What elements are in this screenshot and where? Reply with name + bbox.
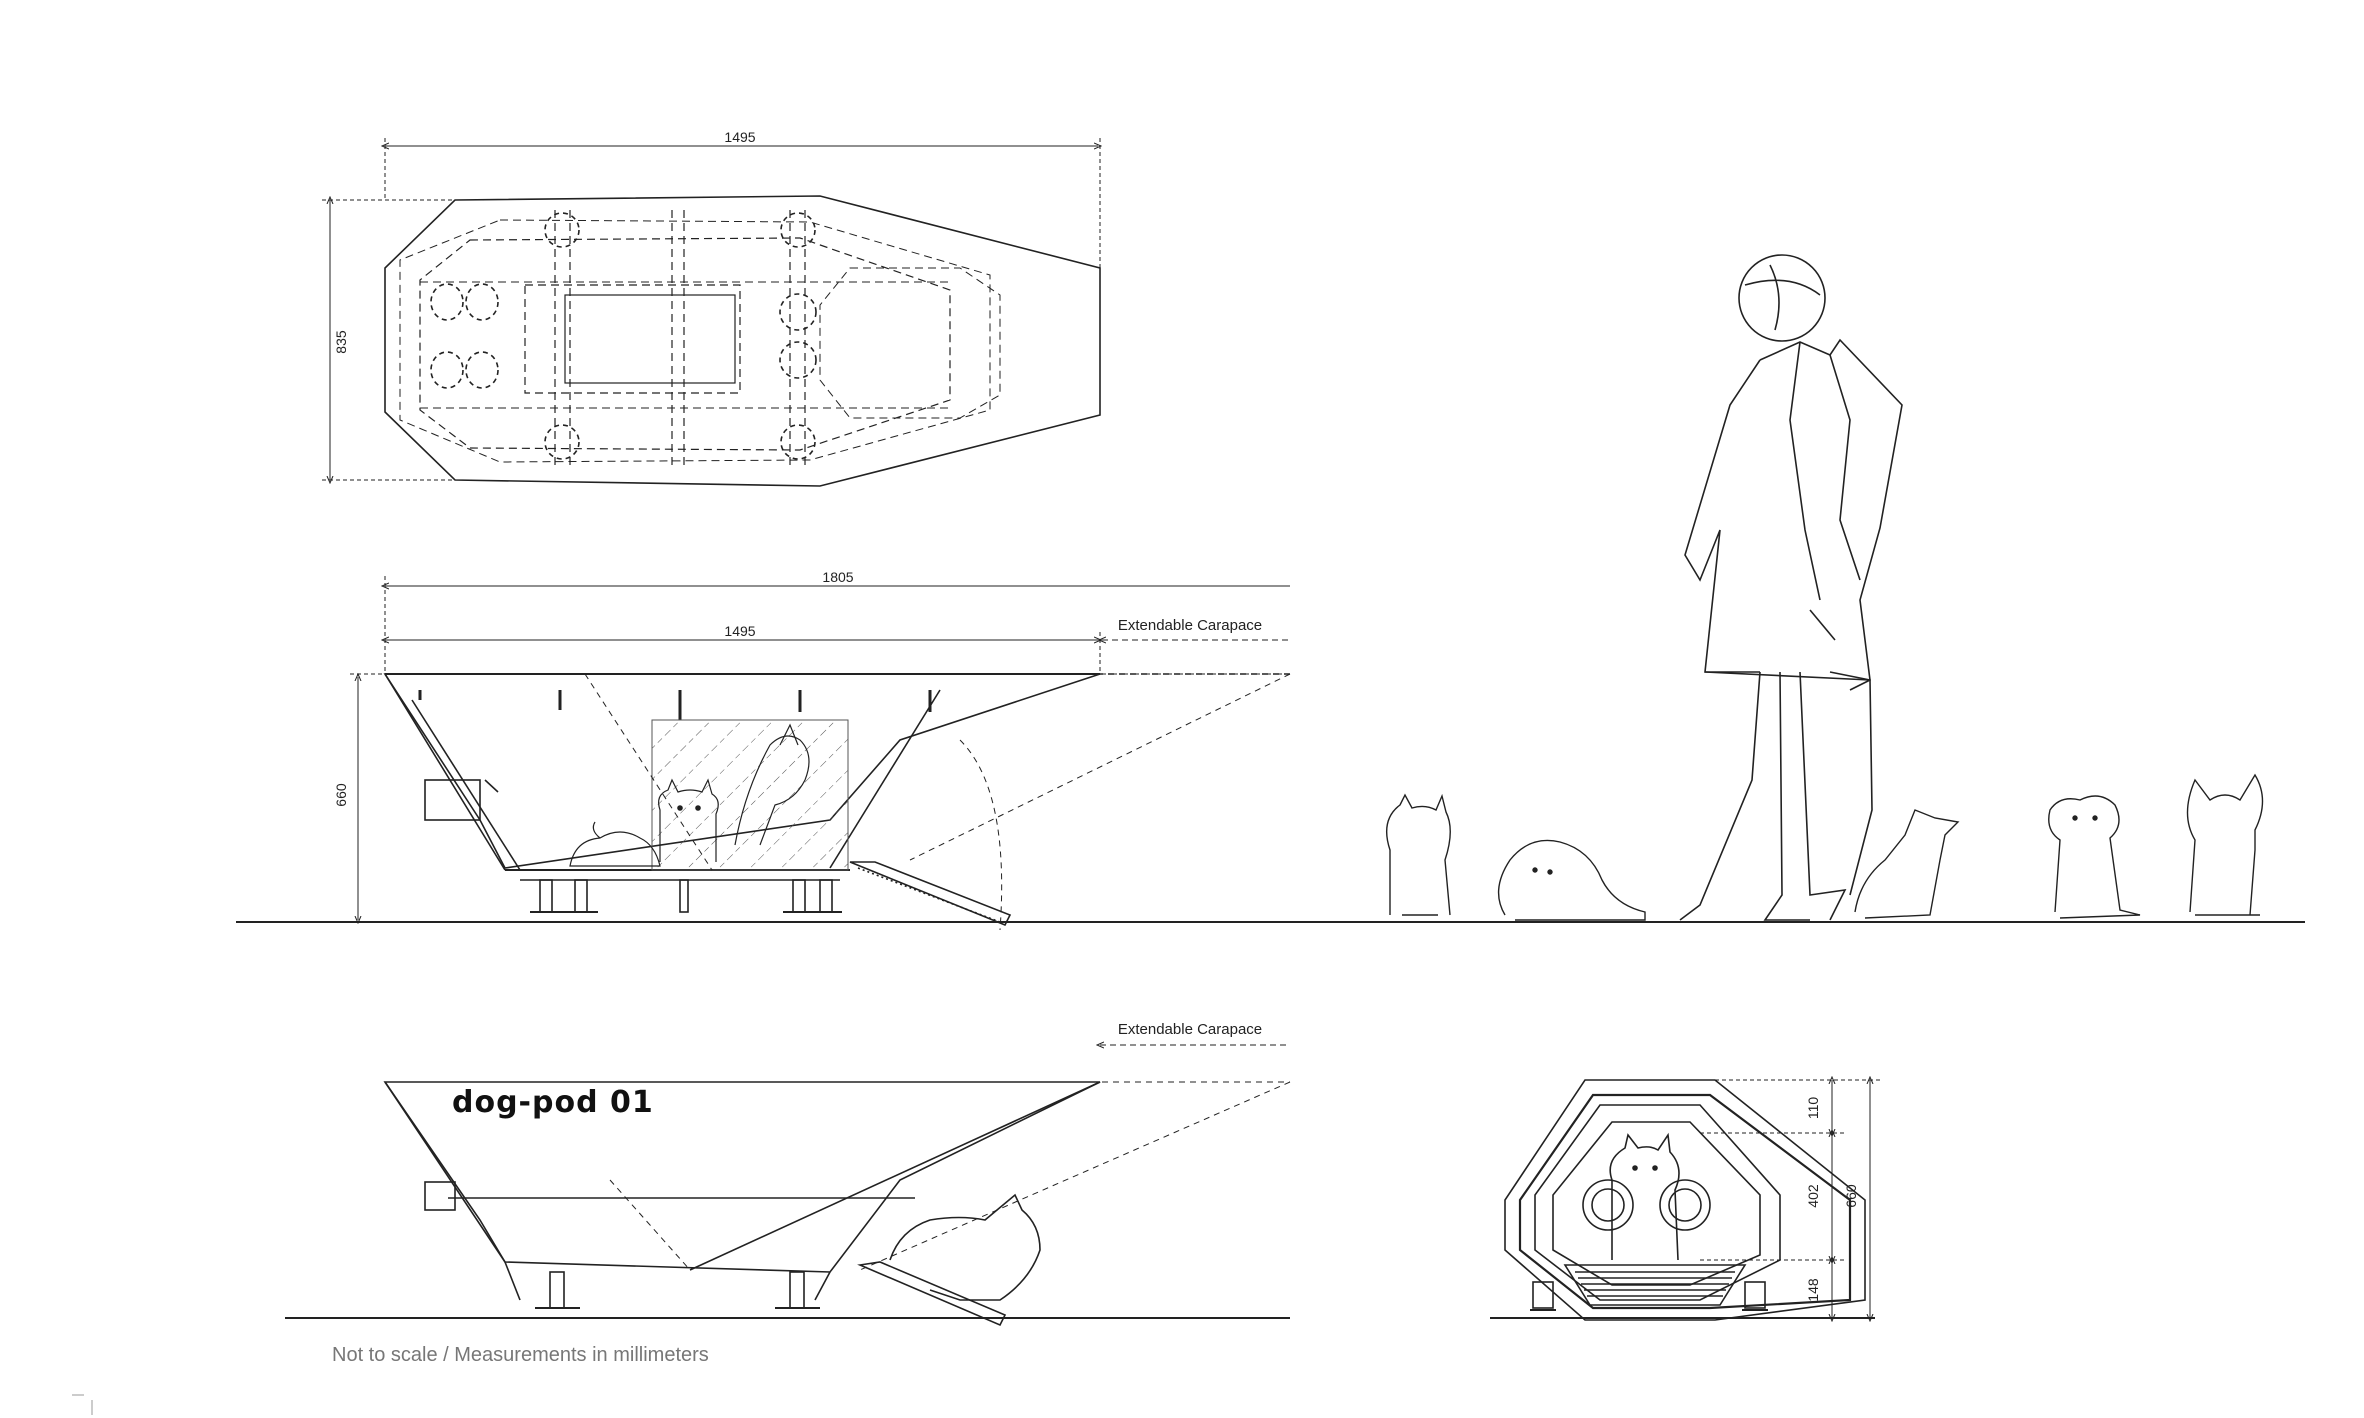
carapace-label-elevation: Extendable Carapace xyxy=(1118,1021,1262,1038)
side-view xyxy=(383,673,1291,931)
front-dimensions xyxy=(1700,1080,1880,1318)
front-mid-label: 402 xyxy=(1805,1184,1821,1208)
side-body-length-label: 1495 xyxy=(724,623,755,639)
carapace-label-side: Extendable Carapace xyxy=(1118,617,1262,634)
plan-dimensions xyxy=(322,138,1100,480)
corner-mark xyxy=(72,1394,93,1415)
side-total-length-label: 1805 xyxy=(822,569,853,585)
front-view xyxy=(1504,1079,1866,1321)
front-top-label: 110 xyxy=(1805,1097,1821,1120)
front-bottom-label: 148 xyxy=(1805,1278,1821,1302)
front-height-label: 660 xyxy=(1843,1184,1859,1208)
person-figure-icon xyxy=(1679,254,1903,921)
scale-note: Not to scale / Measurements in millimete… xyxy=(332,1344,709,1366)
plan-width-label: 835 xyxy=(333,330,349,354)
plan-view xyxy=(384,195,1101,487)
side-dimensions xyxy=(350,576,1290,920)
side-height-label: 660 xyxy=(333,783,349,807)
elevation-view xyxy=(383,1081,1291,1327)
brand-logo: dog-pod 01 xyxy=(452,1085,654,1120)
plan-length-label: 1495 xyxy=(724,129,755,145)
dog-silhouette-icon xyxy=(1386,773,2264,921)
